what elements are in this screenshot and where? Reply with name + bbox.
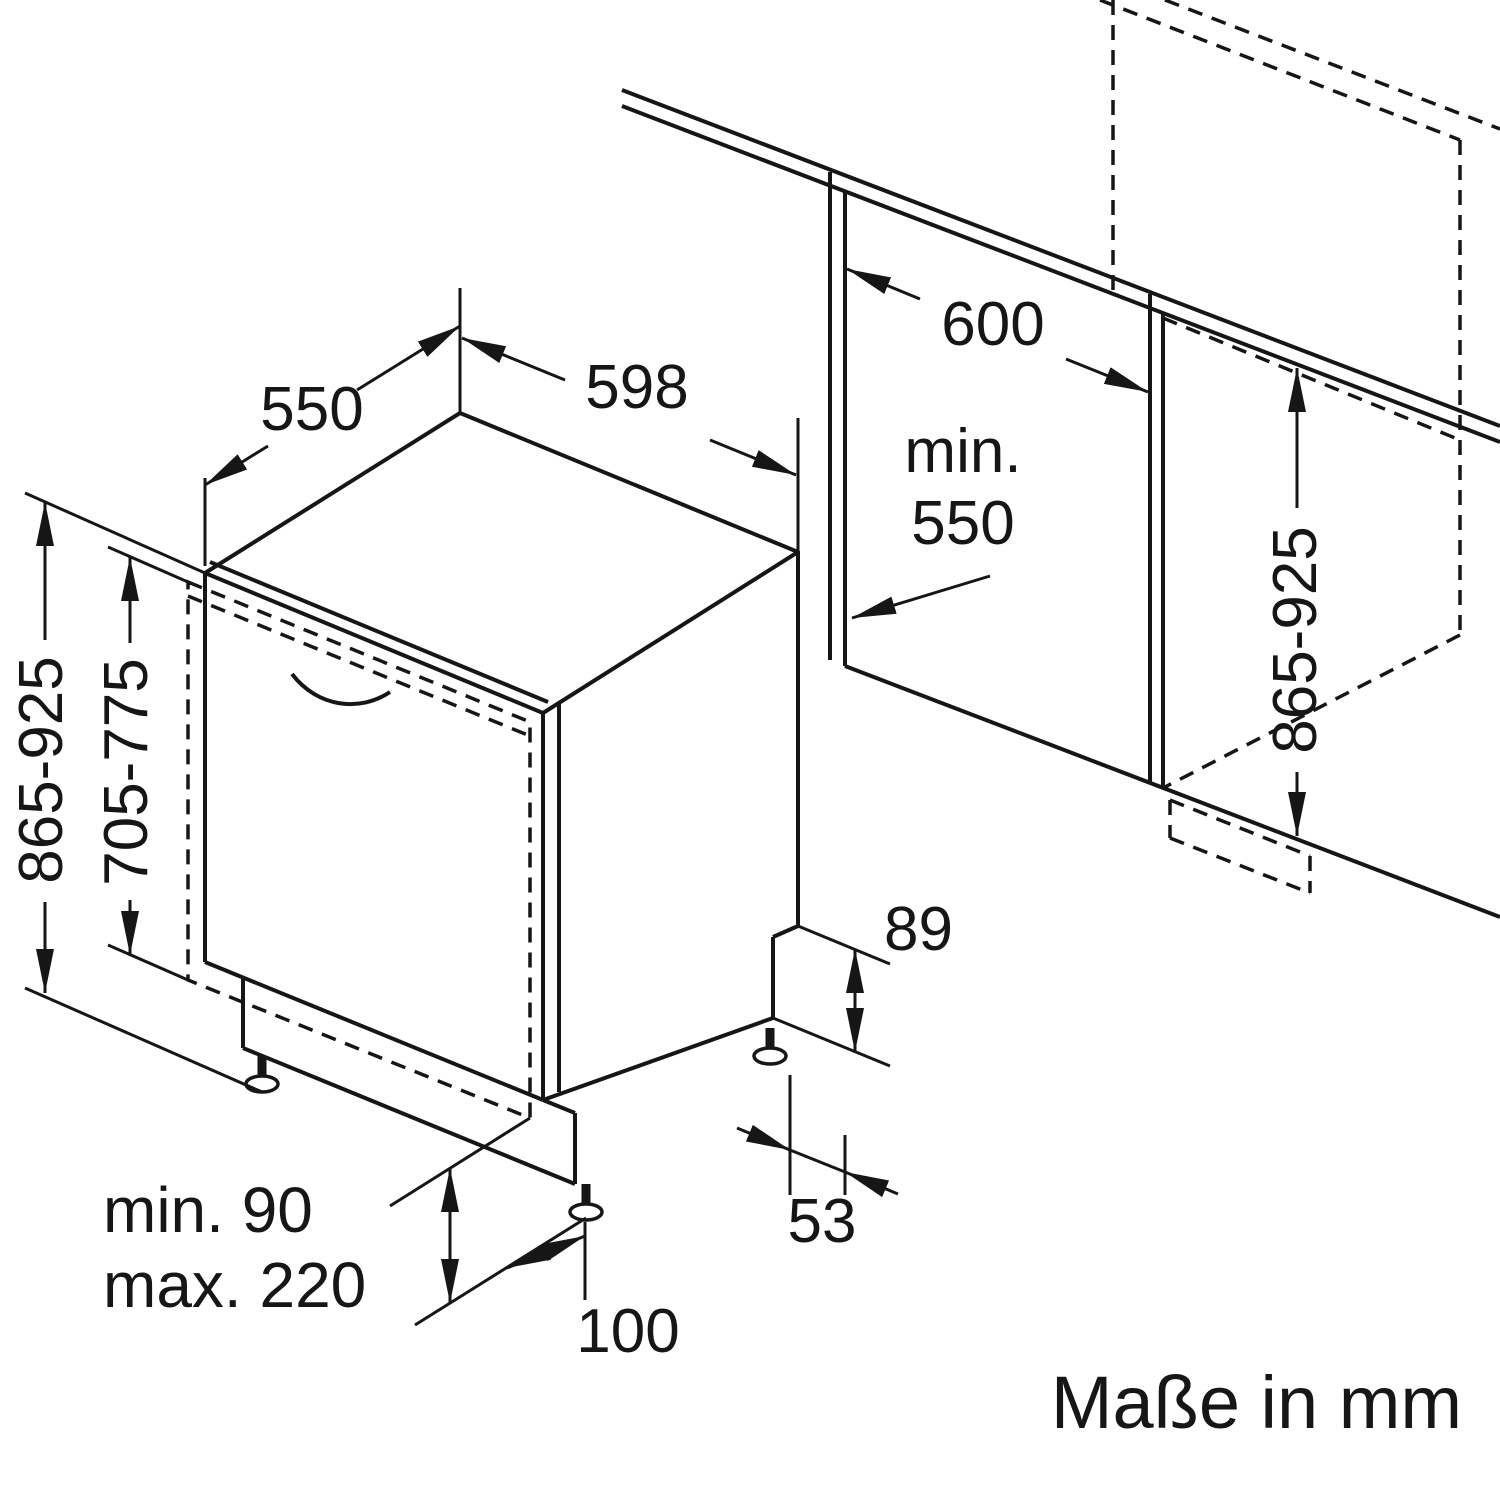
dim-top-width: 598 xyxy=(461,336,797,477)
dim-plinth-height-max-label: max. 220 xyxy=(103,1249,366,1321)
dim-rear-base-height: 89 xyxy=(846,895,953,1052)
dim-niche-height: 865-925 xyxy=(1261,368,1330,836)
dim-door-height-label: 705-775 xyxy=(92,658,161,886)
worktop-front-edge xyxy=(621,88,1500,428)
front-right-foot xyxy=(570,1184,602,1220)
niche-volume-under-worktop-edge xyxy=(1162,316,1461,442)
top-face-inner-edge xyxy=(209,560,549,704)
plinth-top-right xyxy=(542,1098,576,1115)
dim-niche-height-label: 865-925 xyxy=(1261,526,1330,754)
door-panel-outline xyxy=(186,579,532,1121)
dim-rear-base-height-label: 89 xyxy=(884,895,953,964)
door-panel-top-edge xyxy=(187,594,531,738)
worktop-back-edge xyxy=(621,104,1500,444)
dim-niche-depth-label-line1: min. xyxy=(904,417,1021,486)
dim-plinth-height-min-label: min. 90 xyxy=(103,1174,313,1246)
dim-top-width-label: 598 xyxy=(585,353,688,422)
door-handle xyxy=(290,672,392,707)
dim-door-height: 705-775 xyxy=(92,557,161,955)
cabinet-plinth-dashed xyxy=(1168,798,1312,895)
top-face xyxy=(203,411,800,715)
base-bottom-edge xyxy=(542,1016,774,1102)
dim-niche-depth: min. 550 xyxy=(851,417,1022,620)
floor-line xyxy=(844,664,1500,919)
dim-niche-width: 600 xyxy=(846,267,1149,394)
niche-drawing xyxy=(621,0,1500,919)
dim-plinth-height: min. 90 max. 220 xyxy=(103,1168,459,1321)
rear-foot xyxy=(754,1028,786,1064)
dimension-annotations: 550 598 600 min. 550 865-925 xyxy=(7,267,1330,1366)
dim-appliance-height: 865-925 xyxy=(7,502,76,993)
plinth-bottom-edge xyxy=(242,1046,576,1186)
niche-volume-bottom-edge xyxy=(1162,633,1461,790)
dim-top-depth-label: 550 xyxy=(260,375,363,444)
dim-top-depth: 550 xyxy=(204,324,461,487)
unit-note: Maße in mm xyxy=(1051,1361,1462,1444)
dishwasher-body xyxy=(203,411,800,1220)
dim-appliance-height-label: 865-925 xyxy=(7,656,76,884)
niche-volume-top-back-edge xyxy=(1164,0,1500,131)
dim-niche-width-label: 600 xyxy=(941,290,1044,359)
niche-volume-top-edge xyxy=(1099,0,1461,142)
dim-plinth-recess-label: 100 xyxy=(576,1297,679,1366)
dim-rear-foot-offset: 53 xyxy=(736,1124,899,1256)
dim-niche-depth-label-line2: 550 xyxy=(911,489,1014,558)
dim-plinth-recess: 100 xyxy=(506,1234,680,1366)
rear-base-step-top xyxy=(772,924,799,939)
extension-lines xyxy=(24,288,891,1327)
front-bottom-edge xyxy=(204,960,544,1102)
furniture-door-panel xyxy=(186,579,532,1121)
dim-rear-foot-offset-label: 53 xyxy=(788,1187,857,1256)
